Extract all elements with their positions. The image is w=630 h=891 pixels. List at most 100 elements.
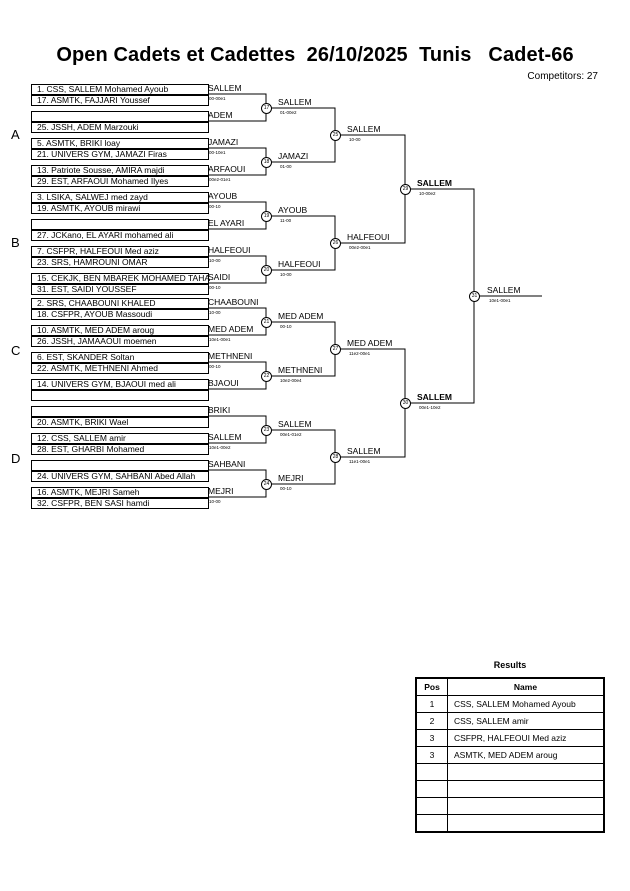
entry-row — [31, 460, 209, 471]
match-number: 21 — [261, 317, 272, 328]
results-name: ASMTK, MED ADEM aroug — [447, 746, 605, 764]
entry-row: 15. CEKJK, BEN MBAREK MOHAMED TAHA — [31, 273, 210, 284]
pool-label: D — [11, 451, 21, 466]
round2-winner: METHNENI — [278, 365, 323, 375]
entry-row: 7. CSFPR, HALFEOUI Med aziz — [31, 246, 209, 257]
entry-row: 26. JSSH, JAMAAOUI moemen — [31, 336, 209, 347]
round1-score: 00e2-01e1 — [209, 177, 231, 182]
round3-score: 11e1-00e1 — [349, 459, 371, 464]
round1-score: 10-00 — [209, 310, 221, 315]
results-name — [447, 780, 605, 798]
entry-row: 12. CSS, SALLEM amir — [31, 433, 209, 444]
match-number: 17 — [261, 103, 272, 114]
round1-winner: METHNENI — [208, 351, 253, 361]
results-header-pos: Pos — [415, 677, 448, 696]
results-name: CSS, SALLEM amir — [447, 712, 605, 730]
round1-winner: ADEM — [208, 110, 233, 120]
round2-winner: JAMAZI — [278, 151, 309, 161]
match-number: 24 — [261, 479, 272, 490]
round2-score: 11-00 — [280, 218, 292, 223]
entry-row: 27. JCKano, EL AYARI mohamed ali — [31, 230, 209, 241]
results-pos: 2 — [415, 712, 448, 730]
match-number: 31 — [469, 291, 480, 302]
results-pos: 3 — [415, 746, 448, 764]
round1-score: 10e1-00e2 — [209, 445, 231, 450]
round1-winner: HALFEOUI — [208, 245, 251, 255]
entry-row — [31, 111, 209, 122]
entry-row: 16. ASMTK, MEJRI Sameh — [31, 487, 209, 498]
round1-winner: JAMAZI — [208, 137, 239, 147]
entry-row: 3. LSIKA, SALWEJ med zayd — [31, 192, 209, 203]
results-header-row: Pos Name — [415, 677, 605, 696]
round1-winner: AYOUB — [208, 191, 238, 201]
pool-label: B — [11, 235, 20, 250]
match-number: 29 — [400, 184, 411, 195]
results-header-name: Name — [447, 677, 605, 696]
page-title: Open Cadets et Cadettes 26/10/2025 Tunis… — [56, 44, 574, 66]
semis-winner: SALLEM — [417, 392, 452, 402]
round1-score: 10-00 — [209, 499, 221, 504]
entry-row: 18. CSFPR, AYOUB Massoudi — [31, 309, 209, 320]
round1-score: 00-10 — [209, 364, 221, 369]
round3-winner: HALFEOUI — [347, 232, 390, 242]
entry-row: 23. SRS, HAMROUNI OMAR — [31, 257, 209, 268]
round1-winner: SALLEM — [208, 83, 242, 93]
round1-score: 10-00 — [209, 258, 221, 263]
entry-row: 17. ASMTK, FAJJARI Youssef — [31, 95, 209, 106]
results-row — [415, 814, 605, 833]
entry-row: 2. SRS, CHAABOUNI KHALED — [31, 298, 209, 309]
round1-winner: MED ADEM — [208, 324, 254, 334]
results-pos — [415, 763, 448, 781]
entry-row: 22. ASMTK, METHNENI Ahmed — [31, 363, 209, 374]
results-pos — [415, 797, 448, 815]
round1-winner: SAIDI — [208, 272, 231, 282]
entry-row: 28. EST, GHARBI Mohamed — [31, 444, 209, 455]
round2-score: 01-00 — [280, 164, 292, 169]
round2-winner: HALFEOUI — [278, 259, 321, 269]
round2-winner: MEJRI — [278, 473, 304, 483]
round1-winner: SAHBANI — [208, 459, 246, 469]
round3-winner: SALLEM — [347, 446, 381, 456]
semis-score: 00e1-10e2 — [419, 405, 441, 410]
entry-row — [31, 406, 209, 417]
results-row — [415, 780, 605, 798]
round1-winner: MEJRI — [208, 486, 234, 496]
round3-score: 10-00 — [349, 137, 361, 142]
results-pos — [415, 780, 448, 798]
round1-winner: EL AYARI — [208, 218, 245, 228]
final-score: 10e1-00e1 — [489, 298, 511, 303]
entry-row: 13. Patriote Sousse, AMIRA majdi — [31, 165, 209, 176]
round2-score: 10e2-00e4 — [280, 378, 302, 383]
round1-winner: SALLEM — [208, 432, 242, 442]
entry-row: 14. UNIVERS GYM, BJAOUI med ali — [31, 379, 209, 390]
entry-row: 5. ASMTK, BRIKI loay — [31, 138, 209, 149]
match-number: 25 — [330, 130, 341, 141]
match-number: 26 — [330, 238, 341, 249]
match-number: 20 — [261, 265, 272, 276]
round2-winner: MED ADEM — [278, 311, 324, 321]
results-pos: 1 — [415, 695, 448, 713]
final-winner: SALLEM — [487, 285, 521, 295]
entry-row: 24. UNIVERS GYM, SAHBANI Abed Allah — [31, 471, 209, 482]
match-number: 30 — [400, 398, 411, 409]
round2-score: 01-00e2 — [280, 110, 297, 115]
entry-row — [31, 390, 209, 401]
results-name — [447, 814, 605, 833]
entry-row: 19. ASMTK, AYOUB mirawi — [31, 203, 209, 214]
results-pos: 3 — [415, 729, 448, 747]
match-number: 23 — [261, 425, 272, 436]
entry-row — [31, 219, 209, 230]
match-number: 28 — [330, 452, 341, 463]
round3-score: 00e2-00e1 — [349, 245, 371, 250]
round3-winner: MED ADEM — [347, 338, 393, 348]
round1-winner: CHAABOUNI — [208, 297, 259, 307]
round2-winner: SALLEM — [278, 97, 312, 107]
results-name: CSFPR, HALFEOUI Med aziz — [447, 729, 605, 747]
match-number: 19 — [261, 211, 272, 222]
round2-winner: AYOUB — [278, 205, 308, 215]
round1-score: 00-00e1 — [209, 96, 226, 101]
